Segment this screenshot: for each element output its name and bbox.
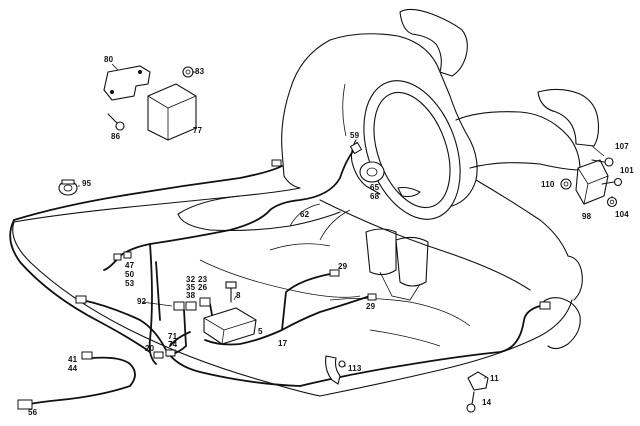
holder-113: [325, 355, 346, 385]
callout-56: 56: [28, 408, 38, 417]
callout-77: 77: [193, 126, 203, 135]
wiring-harness: [9, 149, 541, 405]
callout-50: 50: [125, 270, 135, 279]
rear-seat: [455, 88, 600, 257]
leader-lines: [78, 63, 613, 379]
callout-29-upper: 29: [338, 262, 348, 271]
callout-53: 53: [125, 279, 135, 288]
callout-107: 107: [615, 142, 629, 151]
control-unit-bracket-80: [103, 65, 151, 101]
callout-41: 41: [68, 355, 78, 364]
nut-104: [606, 196, 618, 208]
nut-83: [182, 66, 194, 78]
callout-104: 104: [615, 210, 629, 219]
callout-80: 80: [104, 55, 114, 64]
bolt-101: [601, 177, 623, 187]
control-unit-5: [203, 307, 257, 345]
grommet-95: [58, 179, 78, 196]
sensor-bolt-8: [225, 281, 237, 303]
callout-14: 14: [482, 398, 492, 407]
buckle-sensor-rear: [539, 255, 583, 350]
control-unit-77: [147, 83, 197, 141]
callout-35: 35: [186, 283, 196, 292]
callout-11: 11: [490, 374, 499, 383]
callout-71: 71: [168, 332, 178, 341]
callout-101: 101: [620, 166, 634, 175]
bracket-11: [467, 371, 489, 391]
floor-pan: [12, 195, 573, 397]
callout-8: 8: [236, 291, 241, 300]
callout-95: 95: [82, 179, 92, 188]
callout-38: 38: [186, 291, 196, 300]
callout-47: 47: [125, 261, 135, 270]
sensor-59: [349, 141, 363, 155]
bolt-107: [591, 157, 614, 167]
callout-83: 83: [195, 67, 205, 76]
callout-44: 44: [68, 364, 78, 373]
callout-98: 98: [582, 212, 592, 221]
callout-74: 74: [168, 340, 178, 349]
callout-68: 68: [370, 192, 380, 201]
callout-29-lower: 29: [366, 302, 376, 311]
seat-belt-buckles: [365, 228, 429, 301]
callout-62: 62: [300, 210, 310, 219]
steering-wheel: [350, 80, 461, 220]
callout-59: 59: [350, 131, 360, 140]
nut-110: [560, 178, 572, 190]
callout-5: 5: [258, 327, 263, 336]
callout-23: 23: [198, 275, 208, 284]
callout-86: 86: [111, 132, 121, 141]
callout-26: 26: [198, 283, 208, 292]
callout-17: 17: [278, 339, 288, 348]
connectors: [17, 159, 551, 410]
callout-65: 65: [370, 183, 380, 192]
callout-20: 20: [145, 344, 155, 353]
callout-113: 113: [348, 364, 362, 373]
clock-spring-65: [359, 161, 385, 183]
front-seat: [177, 8, 478, 232]
screw-14: [466, 391, 476, 413]
callout-110: 110: [541, 180, 555, 189]
callout-32: 32: [186, 275, 196, 284]
screw-86: [107, 113, 125, 131]
callout-92: 92: [137, 297, 147, 306]
control-module-98: [575, 159, 609, 205]
